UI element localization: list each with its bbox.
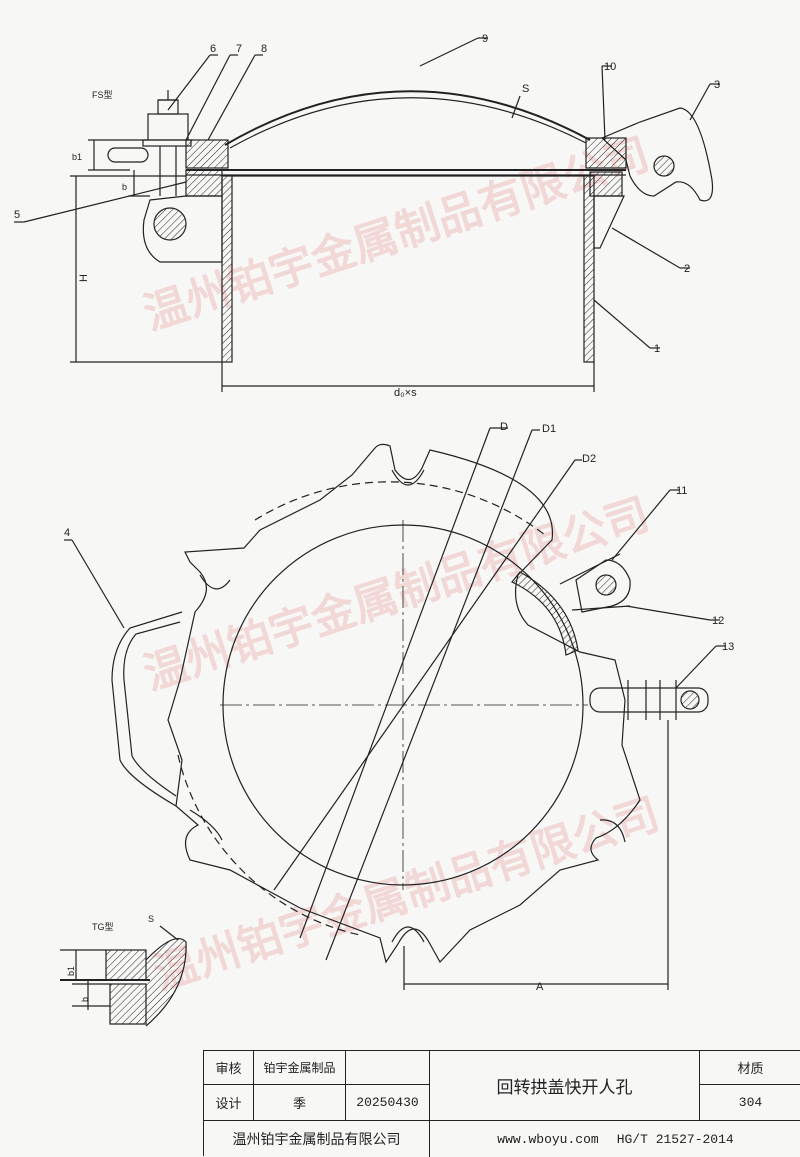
technical-drawing: 温州铂宇金属制品有限公司 温州铂宇金属制品有限公司 温州铂宇金属制品有限公司	[14, 33, 734, 1027]
dim-b-label: b	[122, 182, 127, 192]
part-9-label: 9	[482, 33, 488, 45]
plan-view	[64, 427, 726, 990]
design-label: 设计	[204, 1085, 254, 1121]
tg-dim-b-label: b	[80, 997, 90, 1002]
dim-h-label: H	[78, 274, 90, 282]
title-block: 审核 铂宇金属制品 设计 季 20250430 回转拱盖快开人孔 材质 304 …	[203, 1050, 800, 1157]
part-3-label: 3	[714, 79, 720, 91]
standard-code: HG/T 21527-2014	[616, 1131, 734, 1147]
part-1-label: 1	[654, 343, 660, 355]
part-5-label: 5	[14, 209, 20, 221]
section-view	[14, 37, 720, 392]
dim-b1-label: b1	[72, 152, 82, 162]
part-12-label: 12	[712, 615, 724, 627]
part-7-label: 7	[236, 43, 242, 55]
dim-dxs-label: d₀×s	[394, 387, 417, 399]
part-11-label: 11	[676, 485, 687, 497]
part-10-label: 10	[604, 61, 616, 73]
dia-d-label: D	[500, 421, 508, 433]
tg-detail	[60, 925, 187, 1027]
website-link[interactable]: www.wboyu.com	[497, 1131, 599, 1147]
type-fs-label: FS型	[92, 90, 113, 100]
part-13-label: 13	[722, 641, 734, 653]
product-name: 回转拱盖快开人孔	[430, 1051, 700, 1121]
footer-info: www.wboyu.com HG/T 21527-2014	[430, 1121, 800, 1157]
part-2-label: 2	[684, 263, 690, 275]
material-label: 材质	[700, 1051, 800, 1085]
design-date: 20250430	[346, 1085, 430, 1121]
dia-d1-label: D1	[542, 423, 556, 435]
dia-d2-label: D2	[582, 453, 596, 465]
tg-dim-b1-label: b1	[66, 966, 76, 976]
review-label: 审核	[204, 1051, 254, 1085]
dim-s-label: S	[522, 83, 529, 95]
design-value: 季	[254, 1085, 346, 1121]
dim-a-label: A	[536, 981, 544, 993]
company-name: 温州铂宇金属制品有限公司	[204, 1121, 430, 1157]
review-value: 铂宇金属制品	[254, 1051, 346, 1085]
watermark-middle: 温州铂宇金属制品有限公司	[138, 489, 656, 701]
part-6-label: 6	[210, 43, 216, 55]
material-value: 304	[700, 1085, 800, 1121]
review-date-empty	[346, 1051, 430, 1085]
tg-dim-s-label: S	[148, 914, 154, 924]
watermark-bottom: 温州铂宇金属制品有限公司	[148, 789, 666, 1001]
part-8-label: 8	[261, 43, 267, 55]
type-tg-label: TG型	[92, 922, 114, 932]
part-4-label: 4	[64, 527, 70, 539]
